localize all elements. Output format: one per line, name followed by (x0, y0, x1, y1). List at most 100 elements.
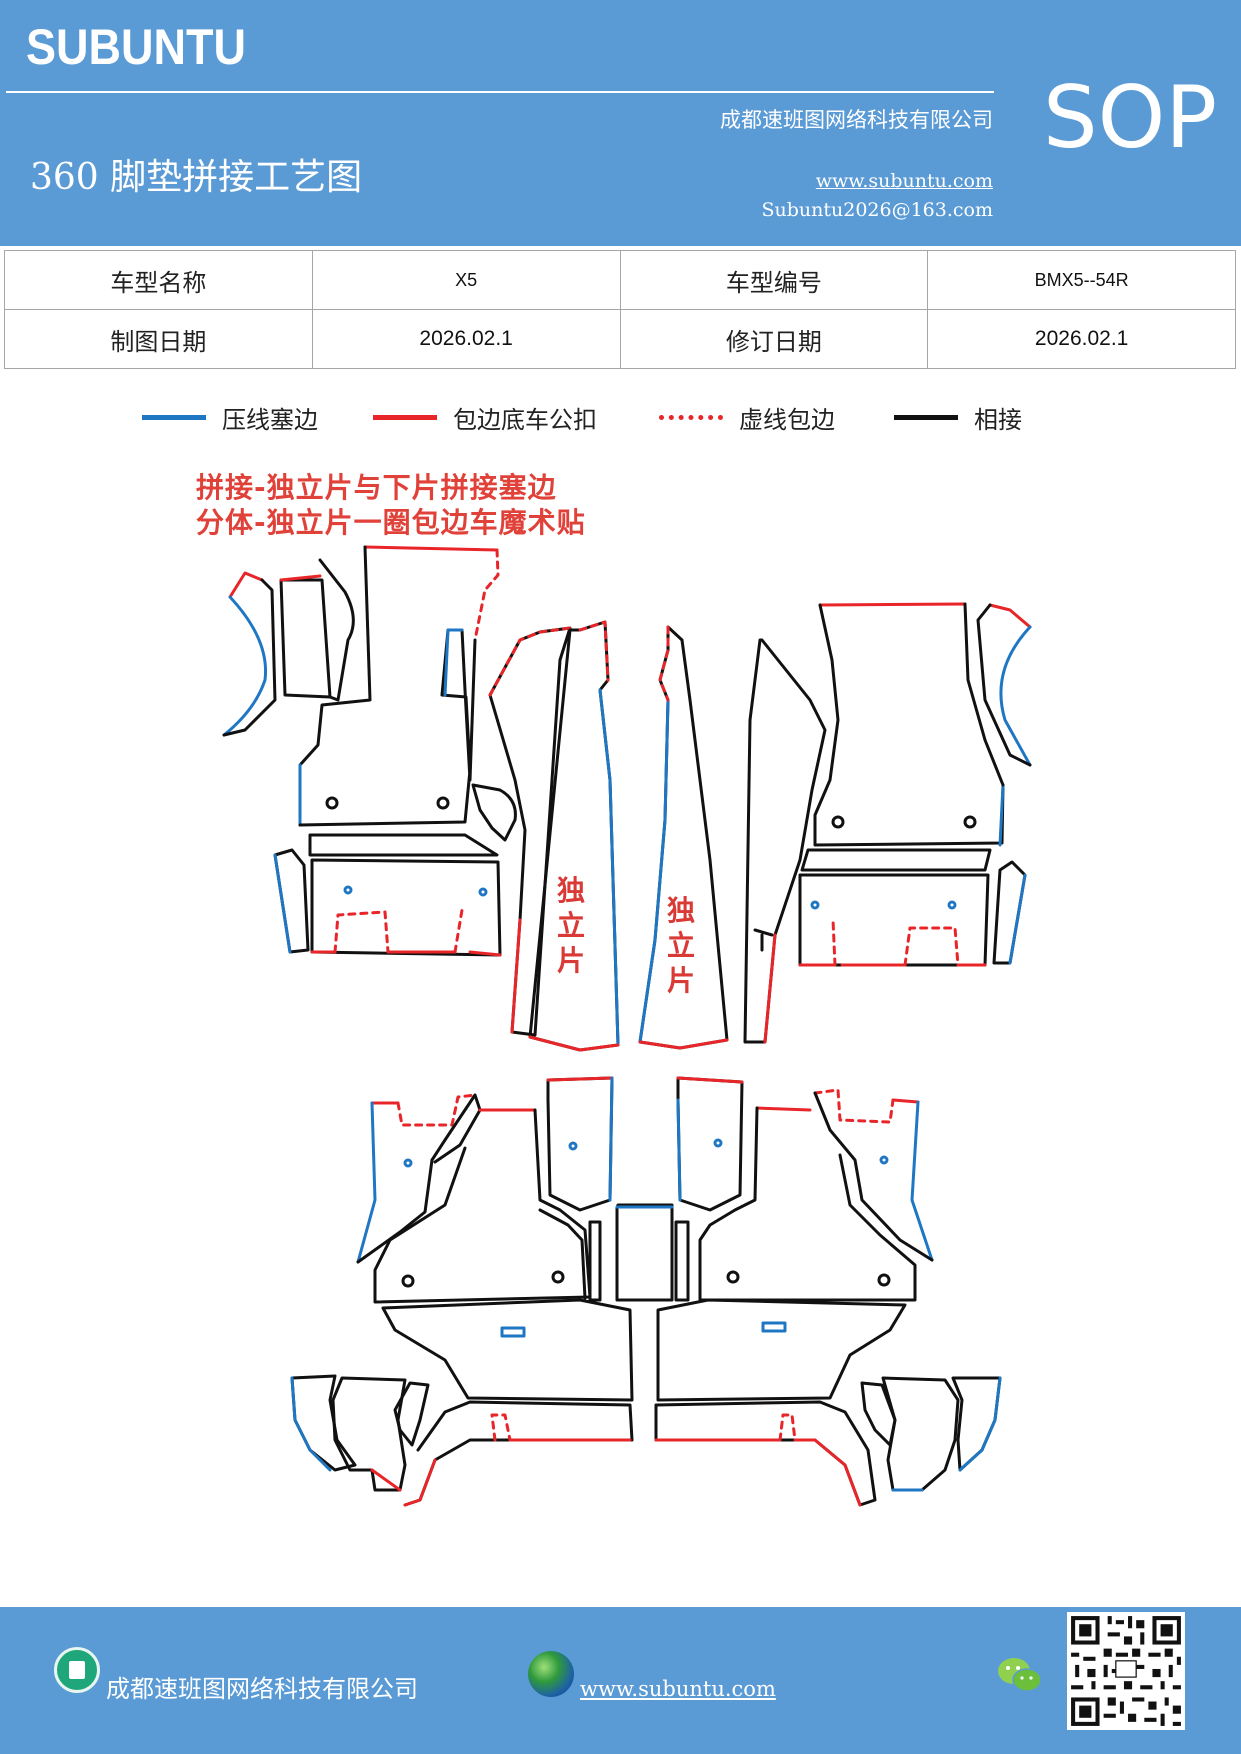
fl-lower (310, 858, 502, 957)
rl-edge (356, 1158, 434, 1264)
strip-right-mark (753, 928, 774, 952)
note-line-1: 拼接-独立片与下片拼接塞边 (196, 471, 557, 504)
model-name-label: 车型名称 (4, 250, 313, 310)
rl-side (290, 1374, 357, 1472)
rr-flap (813, 1091, 934, 1262)
draw-date-value: 2026.02.1 (311, 309, 621, 369)
qr-code-icon (1067, 1612, 1185, 1730)
strip-label: 片 (667, 964, 695, 997)
legend: 压线塞边 包边底车公扣 虚线包边 相接 (0, 400, 1241, 440)
fl-strip (279, 578, 332, 699)
rr-side2 (881, 1376, 960, 1492)
rl-flap (430, 1093, 482, 1164)
vehicle-info-table: 车型名称 X5 车型编号 BMX5--54R 制图日期 2026.02.1 修订… (4, 250, 1236, 369)
fl-side (273, 848, 310, 954)
legend-swatch-black (894, 415, 958, 420)
front-left-mat (222, 545, 517, 957)
rl-clip (500, 1326, 526, 1338)
strip-right-indep-blue (638, 698, 670, 1044)
legend-item-black: 相接 (894, 400, 1022, 435)
legend-label: 虚线包边 (739, 406, 835, 434)
rl-mark (568, 1141, 578, 1151)
footer-website-link[interactable]: www.subuntu.com (580, 1677, 776, 1701)
legend-swatch-red (373, 415, 437, 420)
rl-tab-blue (608, 1076, 614, 1202)
rr-lower (656, 1298, 907, 1402)
fl-bar (308, 833, 499, 857)
header-banner: SUBUNTU 成都速班图网络科技有限公司 360 脚垫拼接工艺图 www.su… (0, 0, 1241, 246)
sop-badge: SOP (1043, 68, 1218, 168)
rl-side3 (393, 1381, 430, 1447)
draw-date-label: 制图日期 (4, 309, 313, 369)
rr-top2-red (891, 1098, 920, 1104)
rr-main (698, 1106, 917, 1302)
rl-rear-dashed (490, 1413, 512, 1442)
wechat-icon[interactable] (996, 1655, 1044, 1695)
fl-main-left (298, 545, 372, 827)
process-notes: 拼接-独立片与下片拼接塞边 分体-独立片一圈包边车魔术贴 (196, 470, 586, 540)
fl-top-dashed (473, 548, 500, 642)
rr-tab-blue (676, 1098, 682, 1202)
strip-right-outer-red (763, 933, 777, 1044)
building-icon (54, 1647, 100, 1693)
strip-left-indep-bottom (528, 1035, 620, 1052)
fl-lower-red (310, 950, 502, 957)
rear-left-mat (290, 1076, 634, 1507)
fl-side-blue (273, 853, 292, 954)
company-name: 成都速班图网络科技有限公司 (720, 108, 993, 132)
rr-top-red (755, 1106, 812, 1112)
strip-left-indep-blue (598, 688, 620, 1047)
rl-side-blue (290, 1376, 332, 1472)
legend-label: 压线塞边 (222, 406, 318, 434)
rr-mark (879, 1155, 889, 1165)
rr-right-blue (910, 1100, 934, 1262)
revision-date-label: 修订日期 (619, 309, 929, 369)
legend-swatch-blue (142, 415, 206, 420)
strip-left-indep-dashed (578, 620, 610, 682)
rear-right-mat (615, 1076, 1002, 1507)
footer-company: 成都速班图网络科技有限公司 (106, 1675, 418, 1703)
rr-clip (761, 1321, 787, 1333)
fl-main-notch (443, 628, 464, 697)
rl-hole (551, 1270, 565, 1284)
strip-label: 独 (667, 894, 695, 927)
rl-rear (403, 1400, 634, 1507)
table-row: 车型名称 X5 车型编号 BMX5--54R (4, 250, 1236, 310)
fr-main-blue (998, 783, 1005, 847)
fl-wedge (471, 783, 517, 842)
rr-slit (674, 1220, 690, 1302)
model-code-label: 车型编号 (619, 250, 929, 310)
strip-right-indep-bottom (638, 1038, 729, 1050)
rr-hole (877, 1273, 891, 1287)
legend-item-blue: 压线塞边 (142, 400, 318, 435)
fr-hole (963, 815, 977, 829)
document-title: 360 脚垫拼接工艺图 (30, 157, 363, 198)
fl-mark (343, 885, 353, 895)
model-name-value: X5 (311, 250, 621, 310)
legend-item-dashed: 虚线包边 (659, 400, 835, 435)
rl-mark (403, 1158, 413, 1168)
rr-rear-red (654, 1438, 862, 1507)
strip-label: 独 (557, 874, 585, 907)
fr-lower (798, 873, 990, 967)
strip-label: 立 (667, 929, 695, 962)
fr-bar (800, 848, 992, 872)
header-divider (6, 91, 994, 93)
rr-tab-red (676, 1076, 744, 1084)
rl-top-dashed (396, 1093, 477, 1127)
rl-left-blue (356, 1101, 377, 1264)
strip-label: 片 (557, 944, 585, 977)
fl-edge-black (222, 578, 277, 737)
rl-main (373, 1108, 592, 1304)
front-right-mat (798, 602, 1032, 967)
rl-hole (401, 1274, 415, 1288)
model-code-value: BMX5--54R (927, 250, 1236, 310)
fr-lower-dashed (831, 918, 960, 967)
legend-label: 包边底车公扣 (453, 406, 597, 434)
strip-right-indep-dashed (658, 625, 670, 702)
fl-hole (436, 796, 450, 810)
rr-rear (654, 1400, 877, 1507)
globe-icon (528, 1651, 574, 1697)
website-link[interactable]: www.subuntu.com (815, 170, 993, 192)
